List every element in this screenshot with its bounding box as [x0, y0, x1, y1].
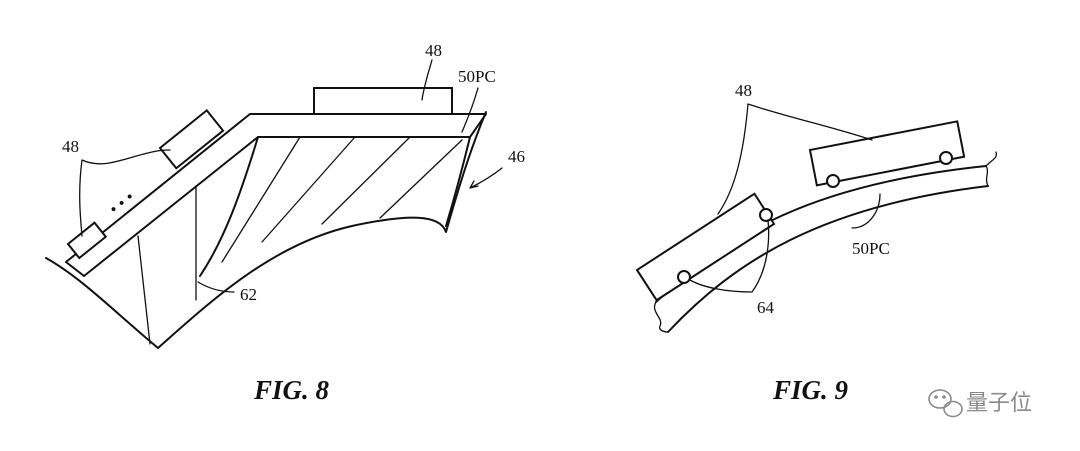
fig8-ellipsis: • • • — [105, 187, 137, 218]
fig9-roller-64 — [939, 151, 953, 165]
fig8-leader-48-left — [79, 149, 171, 237]
fig8-device-48-top — [313, 87, 453, 115]
fig9-leader-50pc — [851, 193, 881, 229]
fig8-label-62: 62 — [240, 285, 257, 304]
fig9-roller-64 — [826, 174, 840, 188]
fig8-support-line — [137, 235, 151, 345]
fig9-panel-end-right — [985, 151, 998, 187]
fig9-panel-end-left — [653, 301, 669, 333]
fig9-device-48-right — [808, 120, 966, 187]
fig9-panel-inner — [667, 185, 989, 333]
fig8-leader-48-top — [421, 59, 433, 101]
fig8-label-46: 46 — [508, 147, 525, 166]
watermark: 量子位 — [928, 389, 1032, 418]
fig8-label-48-left: 48 — [62, 137, 79, 156]
wechat-icon — [928, 389, 963, 418]
figure-8: • • • 48 50PC 48 46 62 FIG. 8 — [45, 41, 525, 405]
fig8-leader-46-arrow — [469, 167, 503, 189]
fig8-hatched-region — [199, 136, 471, 277]
fig9-caption: FIG. 9 — [772, 375, 849, 405]
watermark-text: 量子位 — [966, 391, 1032, 416]
fig8-label-50pc: 50PC — [458, 67, 496, 86]
fig9-leader-48 — [717, 103, 873, 215]
fig8-device-48-low — [66, 221, 108, 260]
fig9-leader-64 — [689, 219, 770, 293]
fig8-leader-62 — [197, 281, 235, 293]
fig8-label-48-top: 48 — [425, 41, 442, 60]
fig9-roller-64 — [759, 208, 773, 222]
figure-9: 48 50PC 64 FIG. 9 — [635, 81, 998, 405]
fig9-label-64: 64 — [757, 298, 775, 317]
fig8-device-48-mid — [158, 108, 225, 170]
fig8-leader-50pc — [461, 87, 479, 133]
fig9-label-50pc: 50PC — [852, 239, 890, 258]
fig9-roller-64 — [677, 270, 691, 284]
fig8-caption: FIG. 8 — [253, 375, 330, 405]
fig9-label-48: 48 — [735, 81, 752, 100]
fig8-support-structure — [45, 111, 487, 349]
fig9-device-48-left — [635, 192, 776, 302]
